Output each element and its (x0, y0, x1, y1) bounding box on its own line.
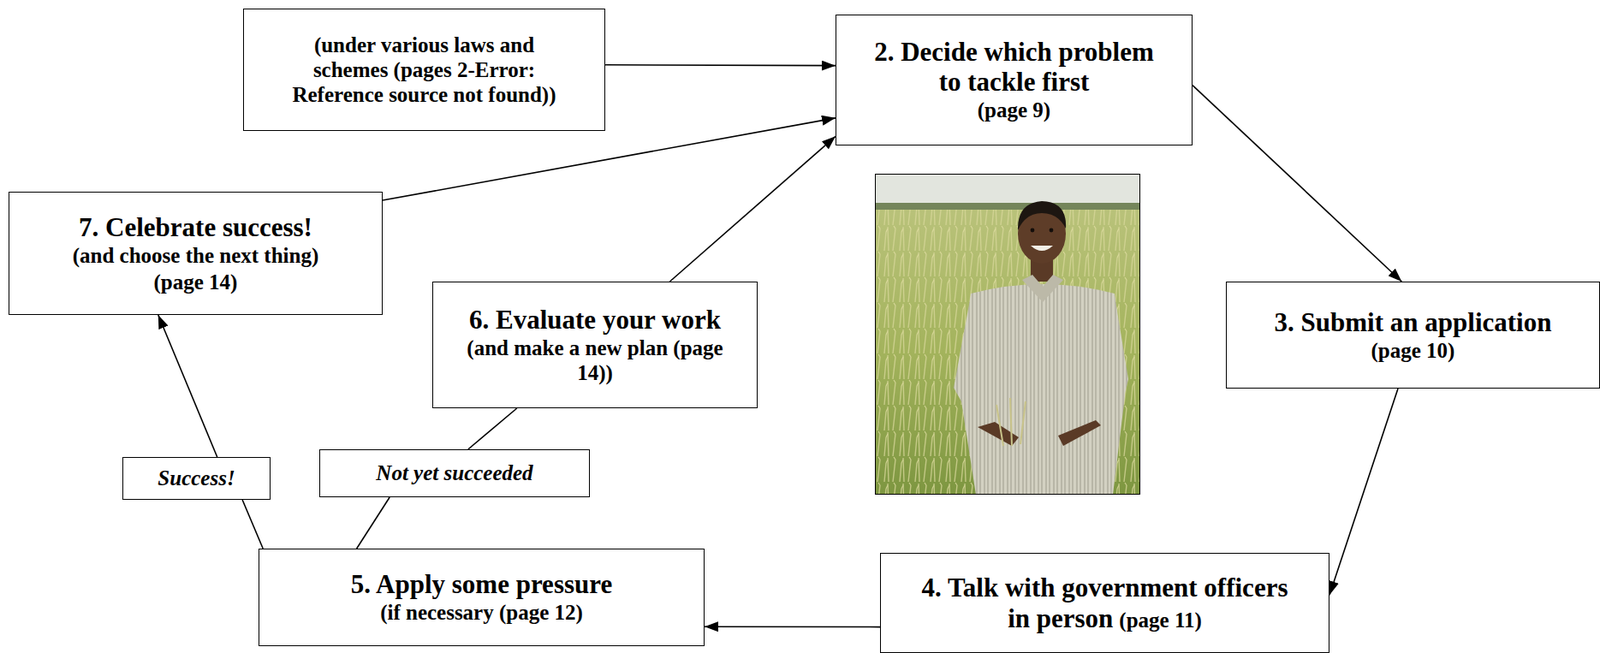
farmer-photo (874, 173, 1141, 495)
page-reference: (and choose the next thing) (72, 243, 320, 269)
page-reference: (and make a new plan (page 14)) (446, 336, 744, 387)
sky (874, 173, 1141, 212)
flow-connector (356, 497, 391, 549)
step-title: 6. Evaluate your work (469, 304, 721, 335)
eye (1030, 228, 1035, 233)
process-step-box: 3. Submit an application(page 10) (1225, 281, 1600, 389)
shirt (960, 284, 1125, 495)
page-reference: (page 10) (1371, 339, 1456, 364)
page-reference: (if necessary (page 12) (380, 600, 583, 626)
right-hand (1058, 420, 1101, 447)
step-text: 4. Talk with government officers in pers… (915, 572, 1295, 633)
flow-connector (1329, 388, 1398, 595)
wheat-stalks (874, 209, 1141, 495)
hair (1017, 201, 1066, 231)
flow-connector (242, 499, 263, 549)
collar (1022, 274, 1064, 303)
step-title: 3. Submit an application (1274, 307, 1553, 338)
page-reference: (under various laws and schemes (pages 2… (278, 33, 571, 108)
step-title: 4. Talk with government officers in pers… (921, 572, 1289, 633)
process-step-box: 4. Talk with government officers in pers… (880, 553, 1330, 653)
outcome-label: Not yet succeeded (375, 461, 533, 487)
process-step-box: 2. Decide which problem to tackle first(… (835, 14, 1193, 146)
outcome-label: Success! (157, 466, 235, 492)
flow-connector (468, 408, 518, 450)
flow-connector (704, 625, 881, 628)
held-wheat (996, 398, 1026, 447)
outcome-tag: Success! (122, 457, 271, 500)
right-sleeve (1099, 295, 1129, 431)
flow-connector (605, 64, 836, 66)
eye (1049, 228, 1054, 233)
process-step-box: 6. Evaluate your work(and make a new pla… (432, 281, 758, 409)
flow-connector (1192, 85, 1402, 282)
process-step-box: 5. Apply some pressure(if necessary (pag… (258, 548, 705, 647)
page-reference: (page 9) (977, 98, 1051, 124)
source-note-box: (under various laws and schemes (pages 2… (243, 8, 606, 131)
step-title: 5. Apply some pressure (350, 569, 613, 600)
step-title: 2. Decide which problem to tackle first (865, 36, 1163, 97)
outcome-tag: Not yet succeeded (319, 449, 590, 498)
process-step-box: 7. Celebrate success!(and choose the nex… (8, 191, 383, 316)
wheat-field (874, 209, 1141, 495)
photo-frame (875, 174, 1141, 495)
page-reference: (page 11) (1118, 608, 1202, 632)
flow-connector (158, 315, 218, 458)
step-title: 7. Celebrate success! (78, 212, 313, 243)
flow-connector (669, 136, 836, 282)
page-reference: (page 14) (154, 270, 238, 296)
smile (1030, 245, 1053, 251)
left-sleeve (953, 295, 995, 431)
